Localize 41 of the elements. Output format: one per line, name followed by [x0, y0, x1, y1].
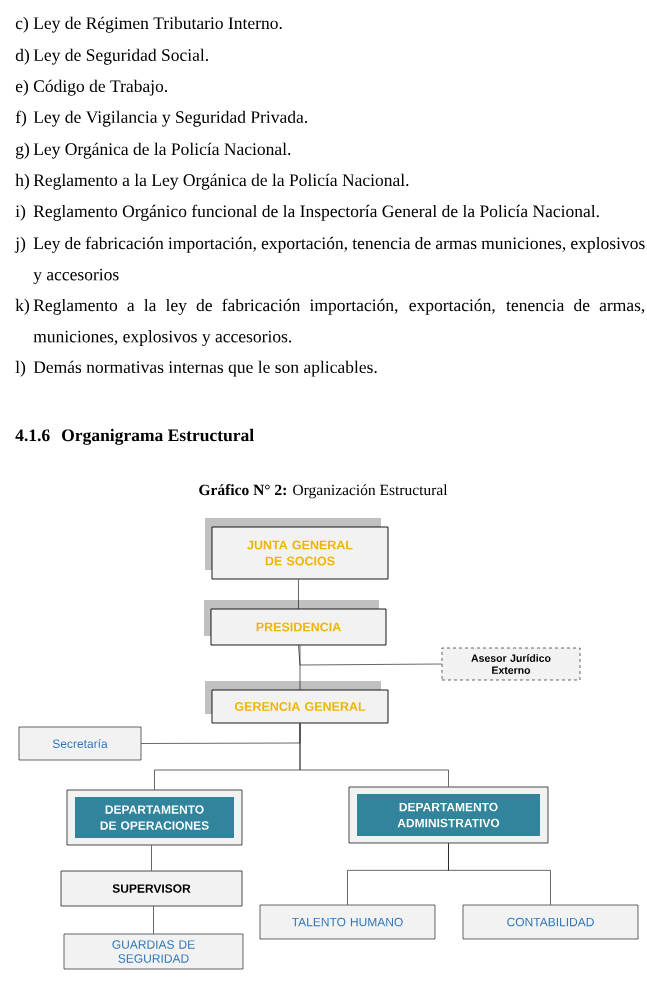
unit-box: CONTABILIDAD [462, 904, 639, 940]
list-item: Reglamento a la Ley Orgánica de la Policía Nacional. [33, 173, 409, 190]
section-number: 4.1.6 [15, 429, 50, 442]
list-item: Ley de Vigilancia y Seguridad Privada. [33, 110, 308, 127]
department-box: DEPARTAMENTO DE OPERACIONES [66, 789, 243, 846]
section-heading: Organigrama Estructural [62, 428, 254, 445]
list-marker: l) [15, 360, 26, 377]
list-marker: h) [15, 173, 29, 190]
list-item: Ley de Seguridad Social. [33, 48, 208, 65]
figure-caption: Gráfico N° 2: Organización Estructural [199, 484, 448, 499]
unit-box: GUARDIAS DE SEGURIDAD [63, 933, 244, 970]
department-box: DEPARTAMENTO ADMINISTRATIVO [348, 786, 549, 844]
list-marker: e) [15, 79, 29, 96]
connector-line [299, 645, 301, 690]
connector-line [299, 723, 449, 787]
list-item: Demás normativas internas que le son aplicables. [33, 360, 377, 377]
connector-line [151, 845, 152, 871]
list-marker: g) [15, 142, 29, 159]
advisor-box: Asesor Jurídico Externo [441, 647, 581, 681]
list-item: Ley de Régimen Tributario Interno. [33, 16, 282, 33]
list-marker: i) [15, 204, 26, 221]
list-item: Ley de fabricación importación, exportación, tenencia de armas municiones, explosivos y accesorios [33, 236, 645, 284]
list-marker: f) [15, 110, 27, 127]
unit-box: SUPERVISOR [60, 870, 243, 907]
unit-box: TALENTO HUMANO [259, 904, 436, 940]
list-item: Código de Trabajo. [33, 79, 168, 96]
org-box: PRESIDENCIA [204, 600, 387, 646]
list-item: Ley Orgánica de la Policía Nacional. [33, 142, 291, 159]
list-item: Reglamento Orgánico funcional de la Inspectoría General de la Policía Nacional. [33, 204, 599, 221]
list-marker: k) [15, 298, 29, 315]
list-item: Reglamento a la ley de fabricación importación, exportación, tenencia de armas, municiones, explosivos y accesorios. [33, 298, 645, 346]
org-box: JUNTA GENERAL DE SOCIOS [205, 518, 389, 580]
org-box: GERENCIA GENERAL [205, 681, 389, 724]
connector-line [298, 645, 442, 666]
connector-line [448, 843, 551, 905]
list-marker: j) [14, 236, 26, 253]
list-marker: c) [15, 16, 29, 33]
connector-line [298, 579, 299, 609]
list-marker: d) [15, 48, 29, 65]
unit-box: Secretaría [18, 726, 142, 761]
connector-line [153, 906, 154, 934]
